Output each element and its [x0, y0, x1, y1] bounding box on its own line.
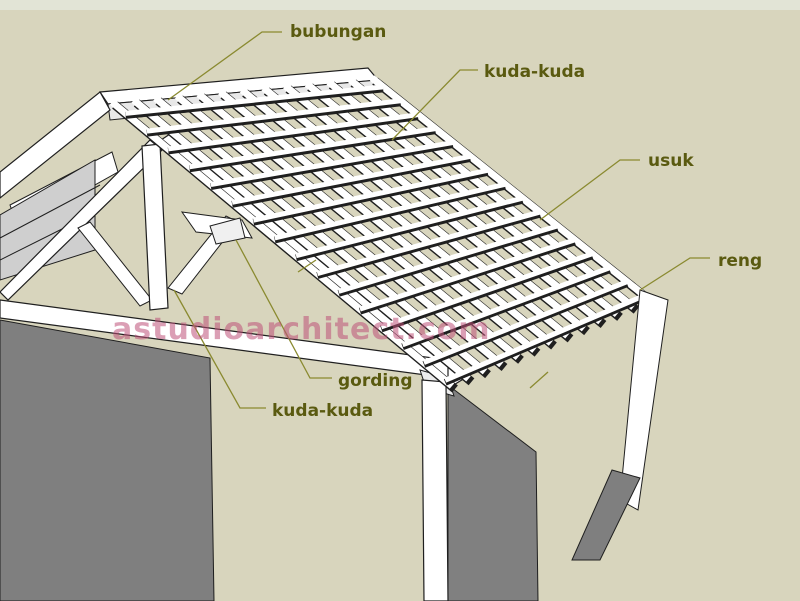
leader-reng-inner	[529, 371, 549, 389]
leader-kuda-kuda-top	[391, 69, 478, 141]
leader-usuk-inner	[297, 259, 317, 273]
fascia-shadow	[571, 469, 641, 561]
reng-batten	[359, 237, 576, 312]
reng-batten	[444, 293, 646, 383]
reng-batten	[401, 265, 611, 348]
usuk-rafter	[369, 75, 653, 303]
label-bubungan: bubungan	[290, 22, 387, 42]
label-gording: gording	[338, 371, 413, 391]
leader-reng	[639, 257, 710, 291]
top-strip	[0, 0, 800, 10]
corner-post	[421, 379, 449, 601]
leader-usuk	[539, 159, 640, 221]
left-roof-rafter	[0, 91, 111, 199]
reng-batten	[337, 223, 559, 294]
right-wall	[447, 383, 539, 601]
fascia-board	[619, 289, 669, 511]
watermark-text: astudioarchitect.com	[112, 312, 491, 347]
reng-batten	[295, 195, 524, 259]
leader-lines	[167, 31, 710, 409]
truss-king-post	[141, 143, 169, 311]
reng-batten	[210, 140, 454, 188]
left-wall	[0, 319, 215, 601]
left-batten-a	[0, 184, 101, 239]
label-kuda-kuda-top: kuda-kuda	[484, 62, 586, 82]
reng-battens	[125, 84, 646, 386]
label-reng: reng	[718, 251, 763, 271]
purlin-side	[209, 217, 246, 245]
reng-batten	[146, 98, 401, 134]
leader-gording	[235, 239, 332, 379]
reng-batten	[316, 209, 541, 276]
reng-batten	[422, 279, 628, 365]
reng-batten	[231, 153, 471, 205]
reng-batten	[125, 84, 384, 116]
leader-kuda-kuda-bottom	[173, 289, 266, 409]
reng-batten	[380, 251, 593, 330]
label-usuk: usuk	[648, 151, 694, 171]
reng-batten	[252, 167, 489, 223]
reng-batten	[189, 126, 436, 170]
reng-batten	[274, 181, 506, 241]
label-kuda-kuda-bottom: kuda-kuda	[272, 401, 374, 421]
reng-batten	[167, 112, 419, 152]
leader-bubungan	[167, 31, 282, 101]
